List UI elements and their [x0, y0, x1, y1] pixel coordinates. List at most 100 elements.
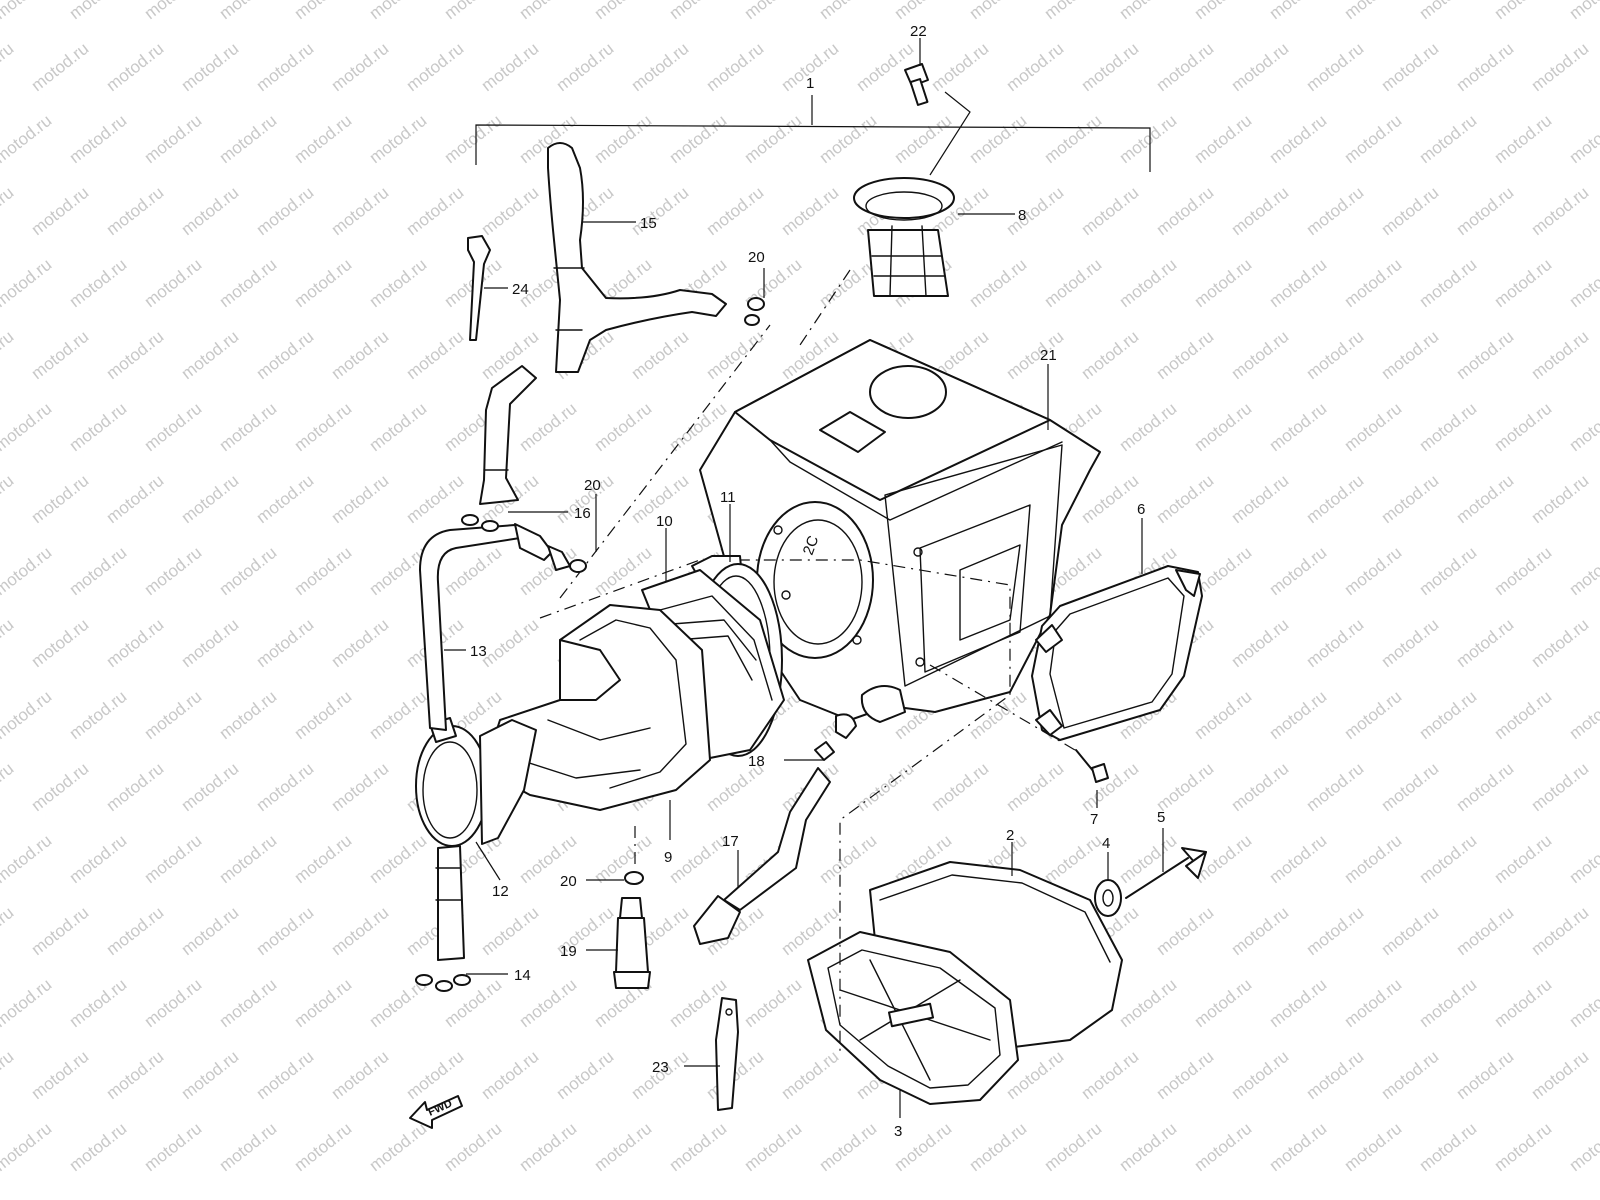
- watermark-text: motod.ru: [591, 1119, 656, 1175]
- watermark-text: motod.ru: [1341, 111, 1406, 167]
- watermark-text: motod.ru: [1003, 759, 1068, 815]
- watermark-text: motod.ru: [1078, 1047, 1143, 1103]
- watermark-text: motod.ru: [703, 327, 768, 383]
- centerline-hose: [559, 324, 771, 599]
- clip-20-top: [744, 297, 765, 326]
- watermark-text: motod.ru: [1116, 0, 1181, 23]
- watermark-text: motod.ru: [1303, 39, 1368, 95]
- watermark-text: motod.ru: [216, 255, 281, 311]
- callout-18: 18: [748, 753, 765, 770]
- watermark-text: motod.ru: [1228, 759, 1293, 815]
- watermark-text: motod.ru: [141, 831, 206, 887]
- watermark-text: motod.ru: [1228, 903, 1293, 959]
- watermark-text: motod.ru: [816, 111, 881, 167]
- watermark-text: motod.ru: [1303, 471, 1368, 527]
- callout-5: 5: [1157, 809, 1165, 826]
- watermark-text: motod.ru: [628, 327, 693, 383]
- watermark-text: motod.ru: [328, 903, 393, 959]
- watermark-text: motod.ru: [0, 111, 55, 167]
- callout-17: 17: [722, 833, 739, 850]
- watermark-text: motod.ru: [1528, 471, 1593, 527]
- watermark-text: motod.ru: [103, 759, 168, 815]
- watermark-text: motod.ru: [1191, 687, 1256, 743]
- watermark-text: motod.ru: [553, 39, 618, 95]
- watermark-text: motod.ru: [403, 327, 468, 383]
- watermark-text: motod.ru: [1266, 0, 1331, 23]
- watermark-text: motod.ru: [1266, 111, 1331, 167]
- intake-funnel: [799, 177, 955, 346]
- watermark-text: motod.ru: [741, 111, 806, 167]
- watermark-text: motod.ru: [816, 0, 881, 23]
- callout-4: 4: [1102, 835, 1110, 852]
- side-cover: [1031, 565, 1203, 741]
- watermark-text: motod.ru: [0, 615, 17, 671]
- watermark-text: motod.ru: [516, 399, 581, 455]
- drain-plug-19: [613, 897, 651, 989]
- watermark-text: motod.ru: [1566, 399, 1600, 455]
- screw-7: [929, 664, 1109, 808]
- watermark-text: motod.ru: [1528, 615, 1593, 671]
- watermark-text: motod.ru: [1191, 255, 1256, 311]
- watermark-text: motod.ru: [1003, 327, 1068, 383]
- callout-15: 15: [640, 215, 657, 232]
- watermark-text: motod.ru: [28, 903, 93, 959]
- watermark-text: motod.ru: [291, 0, 356, 23]
- filter-cage: [807, 931, 1019, 1105]
- callout-19: 19: [560, 943, 577, 960]
- watermark-text: motod.ru: [553, 1047, 618, 1103]
- callout-24: 24: [512, 281, 529, 298]
- watermark-text: motod.ru: [141, 399, 206, 455]
- watermark-text: motod.ru: [1003, 39, 1068, 95]
- watermark-text: motod.ru: [1491, 1119, 1556, 1175]
- watermark-text: motod.ru: [928, 759, 993, 815]
- callout-22: 22: [910, 23, 927, 40]
- watermark-text: motod.ru: [328, 471, 393, 527]
- watermark-text: motod.ru: [253, 39, 318, 95]
- watermark-text: motod.ru: [178, 183, 243, 239]
- wing-bolt-5: [1125, 847, 1207, 899]
- watermark-text: motod.ru: [28, 615, 93, 671]
- watermark-text: motod.ru: [0, 1119, 55, 1175]
- watermark-text: motod.ru: [1416, 111, 1481, 167]
- watermark-text: motod.ru: [1491, 399, 1556, 455]
- watermark-text: motod.ru: [1491, 975, 1556, 1031]
- watermark-text: motod.ru: [253, 903, 318, 959]
- watermark-text: motod.ru: [853, 39, 918, 95]
- watermark-text: motod.ru: [1041, 0, 1106, 23]
- watermark-text: motod.ru: [666, 1119, 731, 1175]
- callout-12: 12: [492, 883, 509, 900]
- drain-hose-17: [693, 767, 831, 945]
- cable-tie-24: [467, 235, 491, 341]
- watermark-text: motod.ru: [1341, 255, 1406, 311]
- watermark-text: motod.ru: [1378, 471, 1443, 527]
- watermark-text: motod.ru: [1566, 1119, 1600, 1175]
- callout-23: 23: [652, 1059, 669, 1076]
- watermark-text: motod.ru: [216, 0, 281, 23]
- callout-7: 7: [1090, 811, 1098, 828]
- watermark-text: motod.ru: [1266, 831, 1331, 887]
- watermark-text: motod.ru: [1078, 759, 1143, 815]
- watermark-text: motod.ru: [1453, 615, 1518, 671]
- watermark-text: motod.ru: [778, 1047, 843, 1103]
- watermark-text: motod.ru: [1416, 831, 1481, 887]
- watermark-text: motod.ru: [741, 975, 806, 1031]
- watermark-text: motod.ru: [1453, 39, 1518, 95]
- watermark-text: motod.ru: [816, 1119, 881, 1175]
- watermark-text: motod.ru: [1266, 543, 1331, 599]
- watermark-text: motod.ru: [291, 399, 356, 455]
- callout-8: 8: [1018, 207, 1026, 224]
- watermark-text: motod.ru: [328, 759, 393, 815]
- watermark-text: motod.ru: [0, 975, 55, 1031]
- callout-16: 16: [574, 505, 591, 522]
- watermark-text: motod.ru: [28, 327, 93, 383]
- leader-lines: [444, 38, 1164, 1118]
- watermark-text: motod.ru: [1491, 687, 1556, 743]
- watermark-text: motod.ru: [1566, 0, 1600, 23]
- watermark-text: motod.ru: [66, 543, 131, 599]
- watermark-text: motod.ru: [0, 327, 17, 383]
- watermark-text: motod.ru: [141, 1119, 206, 1175]
- watermark-text: motod.ru: [28, 759, 93, 815]
- hose-marking: 2C: [800, 533, 823, 557]
- clip-20-bottom: [624, 871, 644, 885]
- watermark-text: motod.ru: [253, 327, 318, 383]
